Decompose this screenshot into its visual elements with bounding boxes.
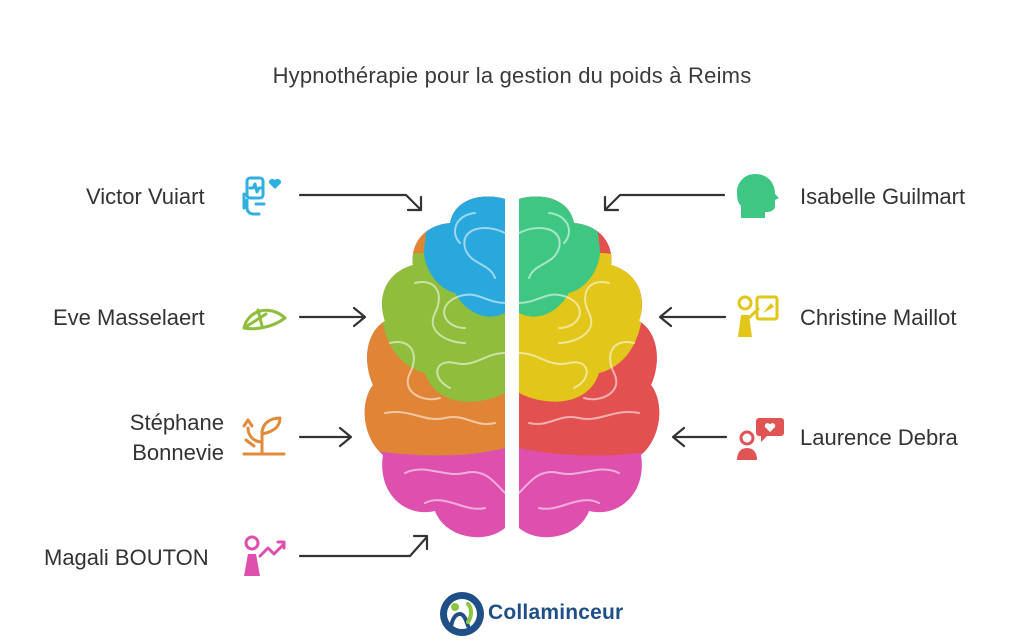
label-stephane-line2: Bonnevie [132, 440, 224, 465]
arrow-stephane [298, 426, 353, 448]
arrow-christine [658, 306, 727, 328]
brain-teal [519, 196, 600, 317]
person-growth-icon [244, 535, 286, 576]
leaf-icon [242, 308, 287, 331]
label-stephane-bonnevie: Stéphane Bonnevie [100, 408, 224, 468]
page-title: Hypnothérapie pour la gestion du poids à… [272, 63, 752, 88]
label-christine-maillot: Christine Maillot [800, 305, 957, 330]
brain-folds-right [518, 212, 640, 510]
label-stephane-line1: Stéphane [129, 410, 224, 435]
brain-folds-left [384, 212, 506, 510]
arrow-eve [298, 306, 367, 328]
collaminceur-logo-icon [440, 592, 484, 636]
label-magali-bouton: Magali BOUTON [44, 545, 209, 570]
brain-blue [424, 196, 505, 317]
collaminceur-logo: Collaminceur [438, 590, 628, 638]
arrow-isabelle [603, 193, 726, 212]
label-victor-vuiart: Victor Vuiart [86, 184, 205, 209]
label-eve-masselaert: Eve Masselaert [53, 305, 205, 330]
brain-illustration [364, 196, 660, 538]
person-heart-bubble-icon [737, 418, 784, 460]
label-laurence-debra: Laurence Debra [800, 425, 958, 450]
arrow-magali [298, 534, 429, 558]
sprout-icon [242, 416, 286, 456]
hand-heart-icon [242, 176, 282, 216]
arrow-victor [298, 193, 423, 212]
logo-text: Collaminceur [488, 601, 624, 624]
head-profile-icon [737, 174, 779, 218]
person-presentation-icon [737, 295, 779, 337]
arrow-laurence [671, 426, 728, 448]
label-isabelle-guilmart: Isabelle Guilmart [800, 184, 966, 209]
